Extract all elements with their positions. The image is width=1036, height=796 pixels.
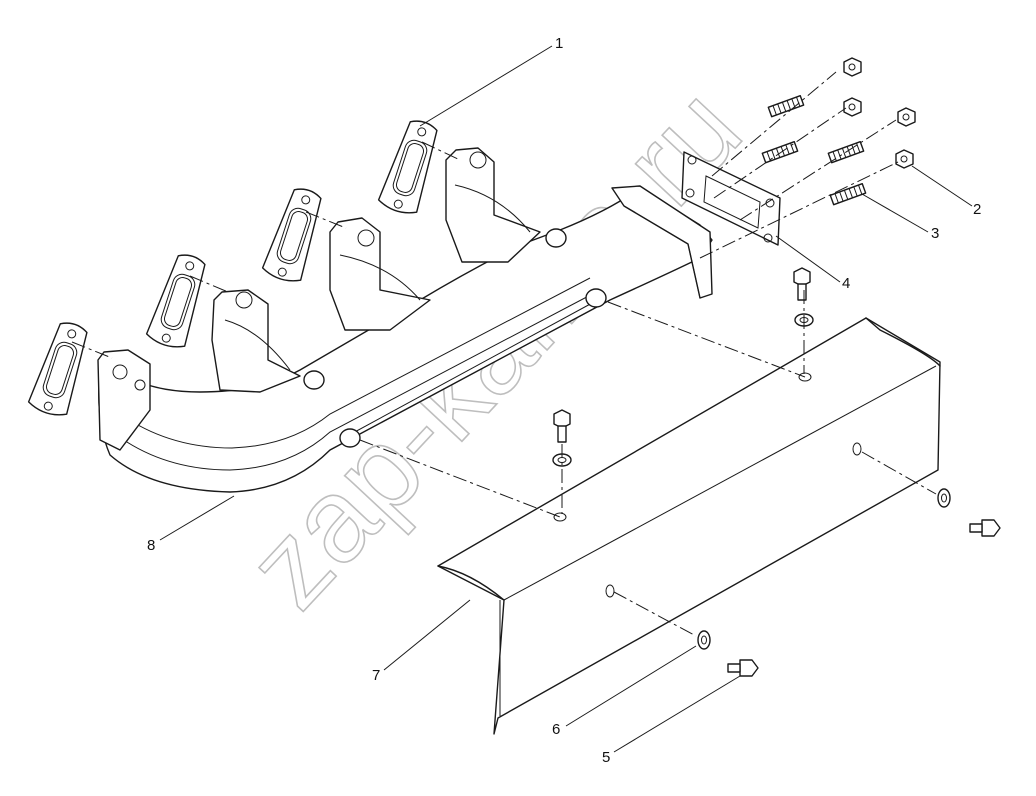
callout-leaders <box>159 45 973 753</box>
callout-1: 1 <box>555 35 563 52</box>
outlet-gasket <box>681 151 781 246</box>
callout-3: 3 <box>931 225 939 242</box>
bolts-and-washers <box>552 267 1001 677</box>
callout-4: 4 <box>842 275 850 292</box>
heat-shield <box>437 317 941 735</box>
assembly-centerlines <box>71 71 937 637</box>
callout-7: 7 <box>372 667 380 684</box>
studs-and-nuts <box>761 57 916 206</box>
exhaust-manifold <box>97 147 713 493</box>
callout-6: 6 <box>552 721 560 738</box>
callout-2: 2 <box>973 201 981 218</box>
callout-8: 8 <box>147 537 155 554</box>
callout-5: 5 <box>602 749 610 766</box>
